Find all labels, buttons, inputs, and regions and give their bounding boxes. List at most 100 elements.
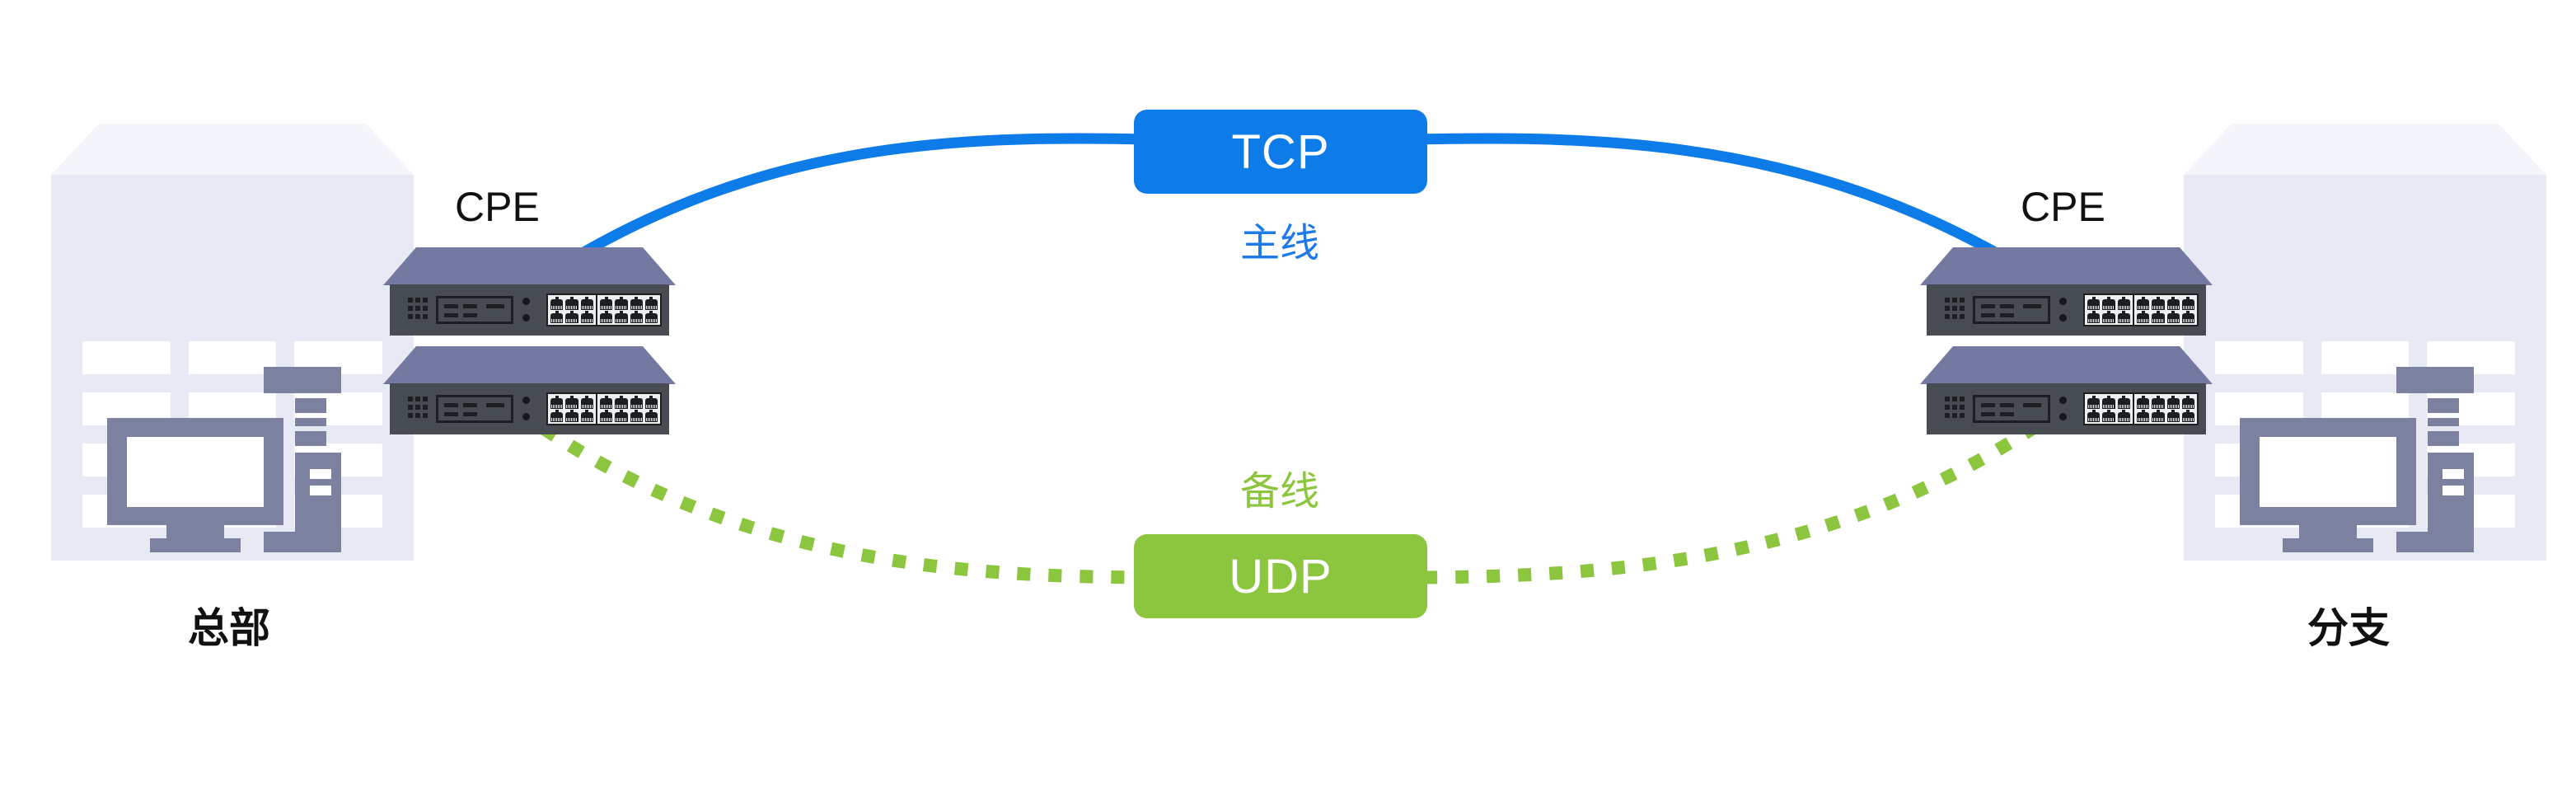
rj45-port[interactable] [550, 396, 564, 409]
rj45-port[interactable] [599, 297, 614, 310]
window [188, 341, 277, 374]
udp-backup-line-label: 备线 [1240, 470, 1320, 514]
rj45-port[interactable] [2087, 396, 2101, 409]
switch-top-surface [383, 346, 676, 384]
switch-led-grid [1945, 397, 1965, 421]
rj45-port[interactable] [2136, 396, 2151, 409]
hq-cpe-label: CPE [455, 184, 540, 230]
switch-front-panel [390, 284, 669, 336]
tower-chassis [295, 453, 341, 543]
rj45-port[interactable] [2151, 310, 2166, 323]
rj45-port[interactable] [2136, 409, 2151, 422]
rj45-port[interactable] [2180, 310, 2195, 323]
tower-indicator-1 [2443, 469, 2464, 479]
tower-drive-bay-1 [2428, 398, 2459, 413]
rj45-port[interactable] [2151, 297, 2166, 310]
switch-status-led-1 [522, 397, 530, 404]
rj45-port[interactable] [2166, 297, 2180, 310]
rj45-port[interactable] [644, 409, 658, 422]
switch-display-panel [1973, 296, 2050, 324]
monitor-base [2283, 538, 2373, 552]
rj45-port[interactable] [579, 297, 594, 310]
rj45-port[interactable] [599, 396, 614, 409]
rj45-port[interactable] [629, 310, 644, 323]
rj45-port[interactable] [579, 396, 594, 409]
rj45-port[interactable] [2087, 297, 2101, 310]
branch-desktop-computer-icon [2240, 367, 2520, 561]
monitor-screen [2260, 437, 2396, 507]
tower-chassis [2428, 453, 2474, 543]
switch-port-block-2[interactable] [2133, 392, 2199, 425]
rj45-port[interactable] [2116, 297, 2131, 310]
hq-site-label: 总部 [188, 605, 270, 651]
switch-status-led-1 [2059, 397, 2067, 404]
rj45-port[interactable] [2136, 297, 2151, 310]
rj45-port[interactable] [550, 297, 564, 310]
rj45-port[interactable] [2151, 409, 2166, 422]
rj45-port[interactable] [629, 396, 644, 409]
rj45-port[interactable] [564, 310, 579, 323]
rj45-port[interactable] [644, 396, 658, 409]
switch-led-grid [408, 397, 428, 421]
rj45-port[interactable] [2101, 297, 2116, 310]
rj45-port[interactable] [2087, 310, 2101, 323]
switch-display-panel [436, 395, 513, 423]
rj45-port[interactable] [550, 409, 564, 422]
rj45-port[interactable] [2116, 409, 2131, 422]
rj45-port[interactable] [2116, 310, 2131, 323]
hq-cpe-switch-lower[interactable] [383, 346, 676, 435]
switch-led-grid [408, 298, 428, 322]
window [2215, 341, 2303, 374]
tower-indicator-1 [310, 469, 331, 479]
branch-cpe-switch-upper[interactable] [1920, 247, 2213, 336]
hq-desktop-computer-icon [107, 367, 387, 561]
rj45-port[interactable] [2101, 409, 2116, 422]
rj45-port[interactable] [2166, 396, 2180, 409]
rj45-port[interactable] [564, 396, 579, 409]
rj45-port[interactable] [2151, 396, 2166, 409]
switch-display-panel [1973, 395, 2050, 423]
rj45-port[interactable] [2180, 297, 2195, 310]
rj45-port[interactable] [2166, 310, 2180, 323]
rj45-port[interactable] [614, 396, 629, 409]
rj45-port[interactable] [644, 310, 658, 323]
rj45-port[interactable] [599, 310, 614, 323]
branch-cpe-switch-lower[interactable] [1920, 346, 2213, 435]
switch-led-grid [1945, 298, 1965, 322]
rj45-port[interactable] [579, 409, 594, 422]
switch-port-block-2[interactable] [596, 293, 662, 326]
switch-front-panel [1927, 383, 2206, 434]
rj45-port[interactable] [2087, 409, 2101, 422]
rj45-port[interactable] [629, 297, 644, 310]
switch-front-panel [1927, 284, 2206, 336]
switch-port-block-2[interactable] [2133, 293, 2199, 326]
udp-link-badge[interactable]: UDP [1134, 534, 1427, 618]
rj45-port[interactable] [2180, 409, 2195, 422]
rj45-port[interactable] [614, 297, 629, 310]
rj45-port[interactable] [2116, 396, 2131, 409]
rj45-port[interactable] [2101, 310, 2116, 323]
rj45-port[interactable] [2180, 396, 2195, 409]
tower-top-cap [264, 367, 341, 393]
switch-top-surface [383, 247, 676, 285]
switch-status-led-2 [2059, 314, 2067, 322]
rj45-port[interactable] [564, 409, 579, 422]
rj45-port[interactable] [2166, 409, 2180, 422]
hq-cpe-switch-upper[interactable] [383, 247, 676, 336]
rj45-port[interactable] [564, 297, 579, 310]
rj45-port[interactable] [644, 297, 658, 310]
switch-status-led-2 [2059, 413, 2067, 420]
branch-building-roof [2184, 124, 2546, 175]
rj45-port[interactable] [579, 310, 594, 323]
tcp-link-badge[interactable]: TCP [1134, 110, 1427, 194]
rj45-port[interactable] [2101, 396, 2116, 409]
rj45-port[interactable] [599, 409, 614, 422]
rj45-port[interactable] [614, 409, 629, 422]
rj45-port[interactable] [550, 310, 564, 323]
tower-foot [264, 532, 341, 552]
switch-port-block-2[interactable] [596, 392, 662, 425]
rj45-port[interactable] [2136, 310, 2151, 323]
rj45-port[interactable] [614, 310, 629, 323]
rj45-port[interactable] [629, 409, 644, 422]
switch-status-led-1 [522, 298, 530, 305]
